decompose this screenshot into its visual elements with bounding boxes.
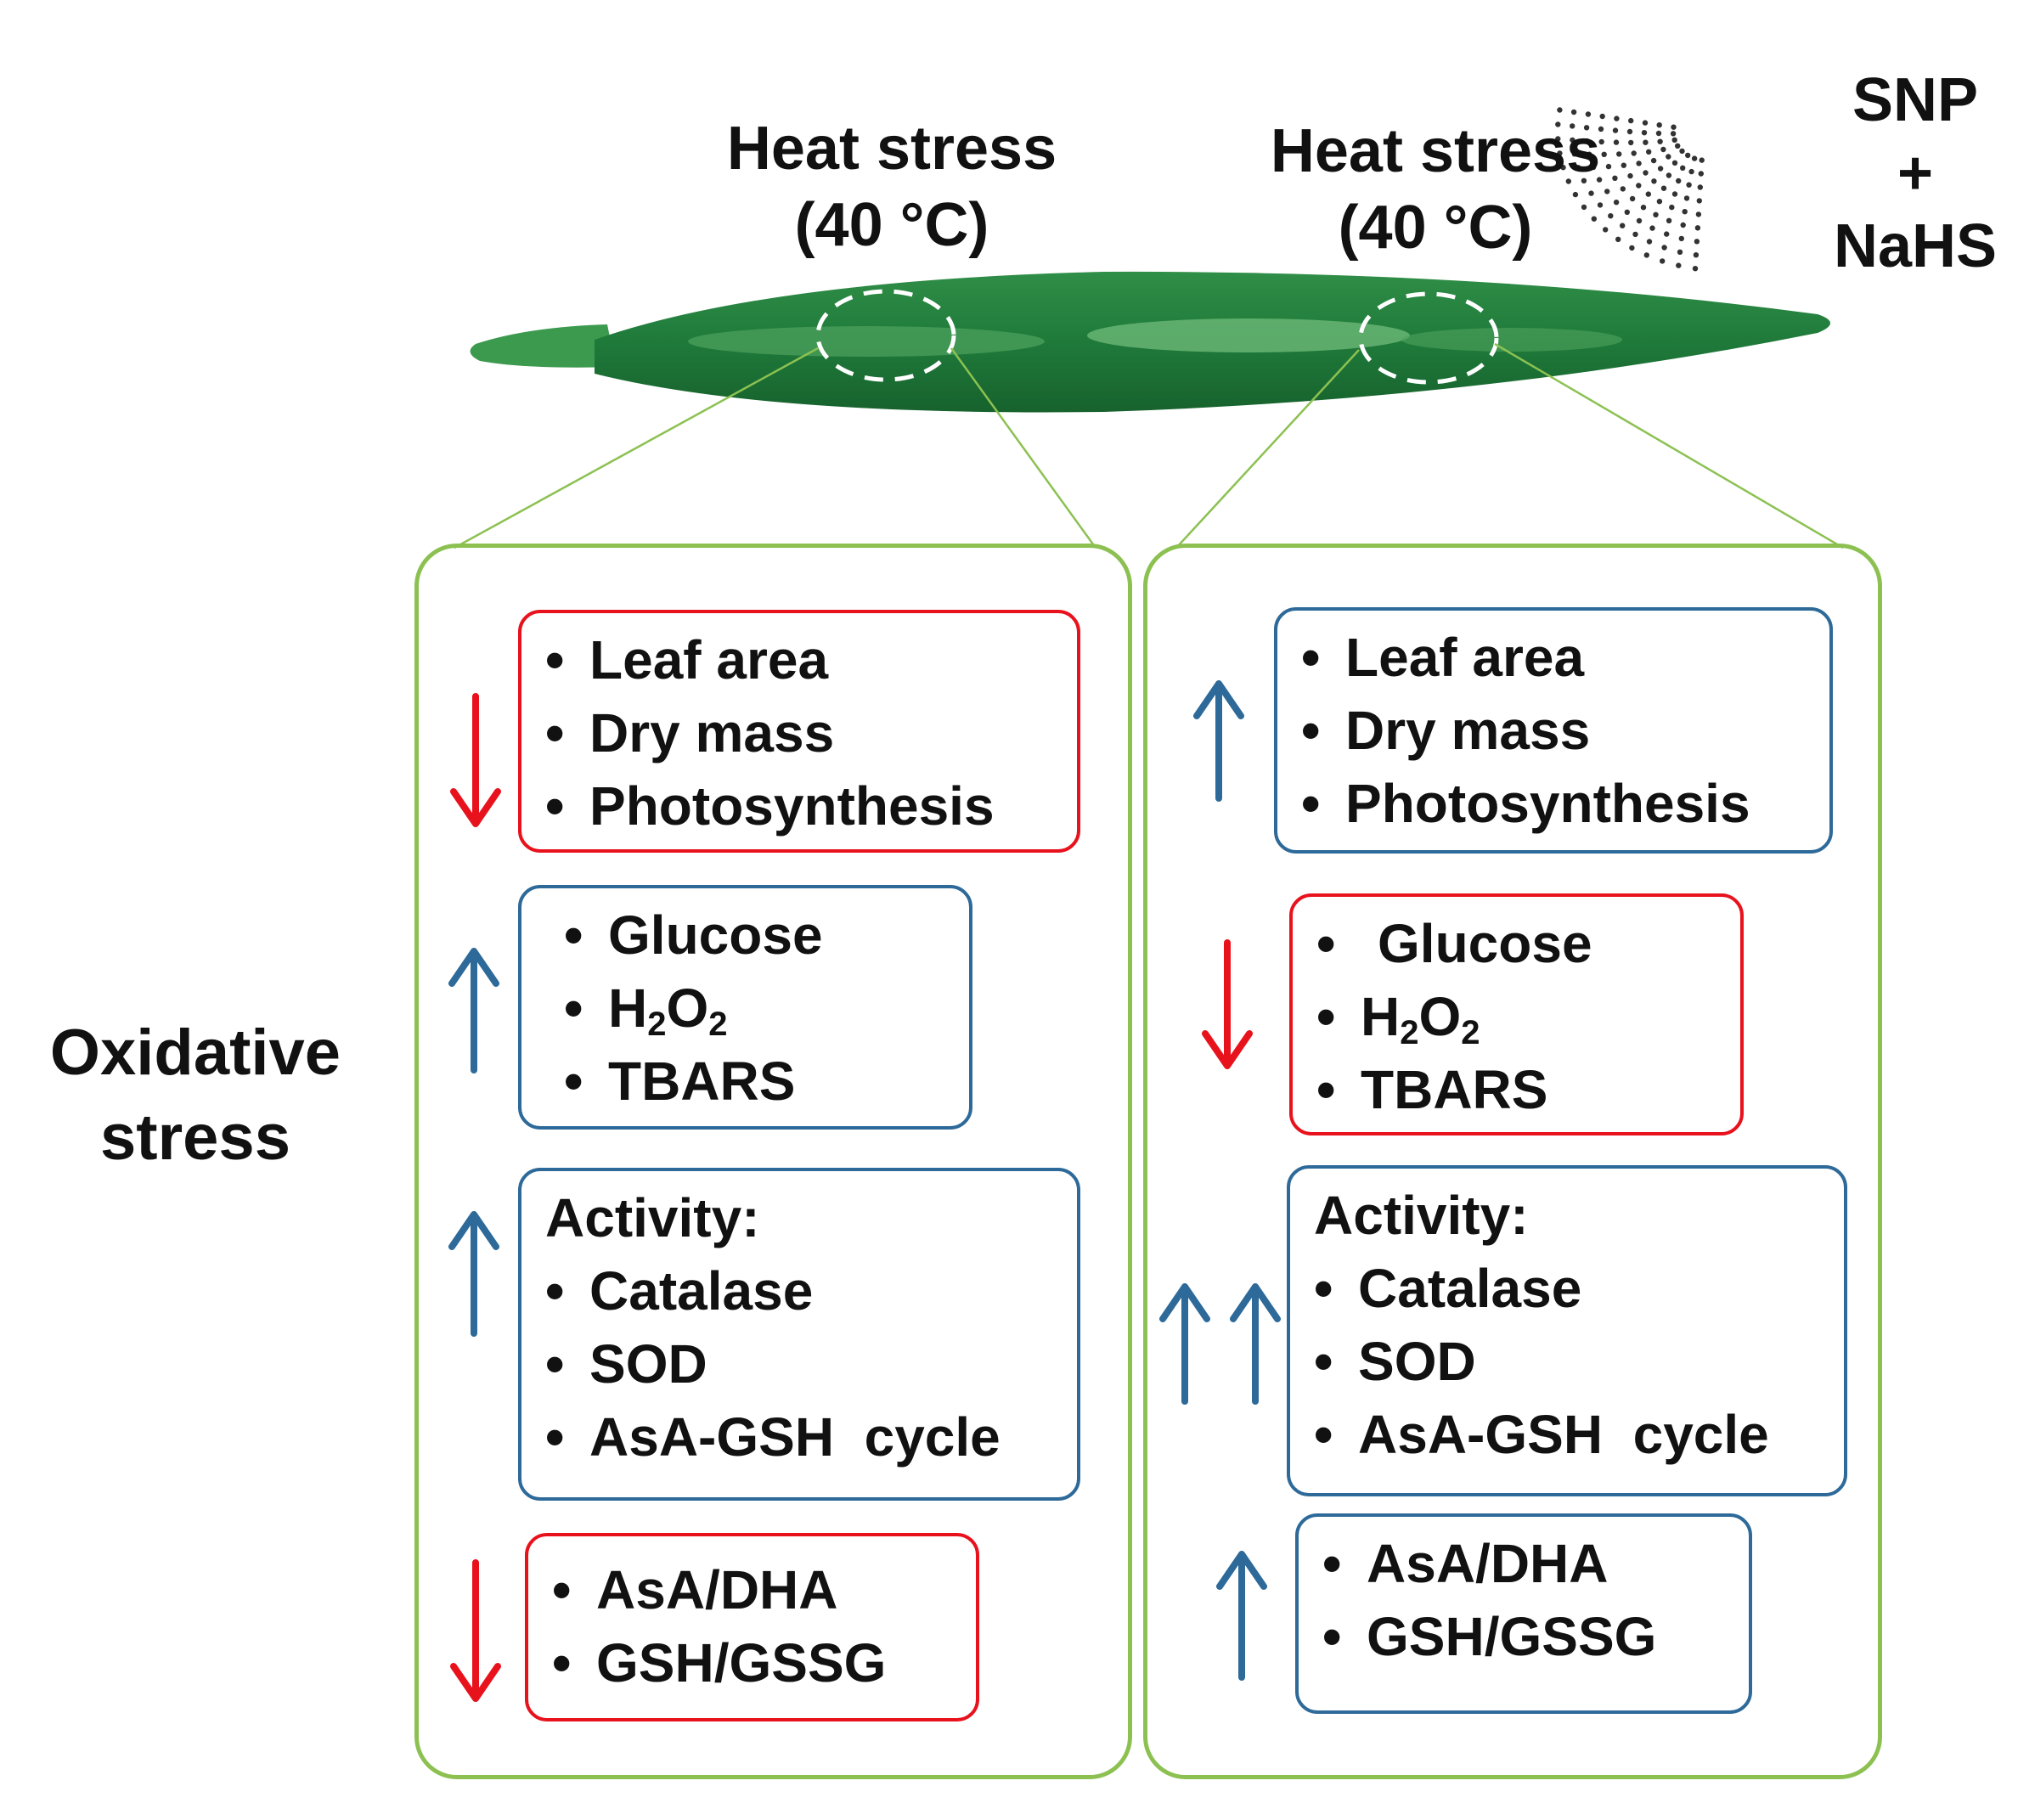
side-label-line2: stress bbox=[100, 1102, 290, 1174]
up-arrow-icon bbox=[448, 948, 499, 1073]
item-catalase: Catalase bbox=[1358, 1258, 1582, 1319]
up-arrow-icon bbox=[448, 1211, 499, 1337]
activity-title: Activity: bbox=[1314, 1185, 1529, 1246]
left-growth-box: •Leaf area •Dry mass •Photosynthesis bbox=[518, 610, 1080, 853]
down-arrow-icon bbox=[1202, 939, 1253, 1069]
item-glucose: Glucose bbox=[1378, 913, 1592, 974]
up-arrow-icon bbox=[1230, 1283, 1281, 1405]
treatment-label: SNP + NaHS bbox=[1818, 64, 2013, 283]
item-asa-dha: AsA/DHA bbox=[596, 1559, 838, 1620]
left-panel-header: Heat stress (40 °C) bbox=[679, 110, 1104, 263]
left-activity-box: Activity: •Catalase •SOD •AsA-GSH cycle bbox=[518, 1168, 1080, 1501]
up-arrow-icon bbox=[1193, 680, 1244, 802]
item-dry-mass: Dry mass bbox=[1345, 700, 1591, 761]
item-gsh-gssg: GSH/GSSG bbox=[1367, 1606, 1657, 1667]
left-header-line1: Heat stress bbox=[726, 115, 1057, 183]
spray-droplets-icon bbox=[1555, 107, 1705, 272]
item-sod: SOD bbox=[589, 1333, 707, 1395]
item-asa-gsh-cycle: AsA-GSH cycle bbox=[589, 1406, 1001, 1468]
right-growth-box: •Leaf area •Dry mass •Photosynthesis bbox=[1274, 607, 1833, 854]
right-header-line1: Heat stress bbox=[1270, 117, 1601, 185]
left-header-line2: (40 °C) bbox=[794, 191, 989, 259]
item-glucose: Glucose bbox=[608, 904, 823, 966]
item-h2o2: H2O2 bbox=[1361, 986, 1480, 1051]
side-label: Oxidative stress bbox=[17, 1011, 374, 1180]
treatment-line3: NaHS bbox=[1833, 212, 1998, 280]
heat-spot-left bbox=[815, 289, 956, 382]
treatment-line2: + bbox=[1897, 139, 1934, 207]
item-photosynthesis: Photosynthesis bbox=[1345, 773, 1750, 834]
item-leaf-area: Leaf area bbox=[1345, 627, 1585, 688]
left-ratio-box: •AsA/DHA •GSH/GSSG bbox=[525, 1533, 979, 1721]
right-panel-header: Heat stress (40 °C) bbox=[1223, 113, 1648, 266]
treatment-line1: SNP bbox=[1852, 66, 1979, 134]
item-sod: SOD bbox=[1358, 1331, 1476, 1392]
up-arrow-icon bbox=[1159, 1283, 1210, 1405]
item-tbars: TBARS bbox=[1361, 1059, 1548, 1120]
side-label-line1: Oxidative bbox=[49, 1017, 341, 1089]
right-activity-box: Activity: •Catalase •SOD •AsA-GSH cycle bbox=[1287, 1165, 1847, 1496]
right-panel-frame bbox=[1143, 544, 1882, 1779]
item-asa-gsh-cycle: AsA-GSH cycle bbox=[1358, 1404, 1769, 1465]
activity-title: Activity: bbox=[545, 1187, 760, 1248]
item-asa-dha: AsA/DHA bbox=[1367, 1533, 1609, 1594]
left-oxidative-box: •Glucose •H2O2 •TBARS bbox=[518, 885, 972, 1130]
left-panel-frame bbox=[414, 544, 1132, 1779]
leaf-illustration bbox=[454, 107, 1844, 549]
item-dry-mass: Dry mass bbox=[589, 702, 835, 763]
heat-spot-right bbox=[1358, 291, 1499, 385]
right-oxidative-box: •Glucose •H2O2 •TBARS bbox=[1289, 893, 1744, 1135]
item-h2o2: H2O2 bbox=[608, 978, 728, 1043]
right-ratio-box: •AsA/DHA •GSH/GSSG bbox=[1295, 1513, 1752, 1714]
zoom-connectors bbox=[454, 342, 1844, 549]
item-photosynthesis: Photosynthesis bbox=[589, 775, 995, 837]
right-header-line2: (40 °C) bbox=[1338, 194, 1533, 262]
down-arrow-icon bbox=[450, 1559, 501, 1702]
down-arrow-icon bbox=[450, 693, 501, 827]
up-arrow-icon bbox=[1216, 1551, 1267, 1681]
item-leaf-area: Leaf area bbox=[589, 629, 829, 690]
item-catalase: Catalase bbox=[589, 1260, 814, 1321]
item-tbars: TBARS bbox=[608, 1051, 796, 1112]
item-gsh-gssg: GSH/GSSG bbox=[596, 1632, 887, 1693]
